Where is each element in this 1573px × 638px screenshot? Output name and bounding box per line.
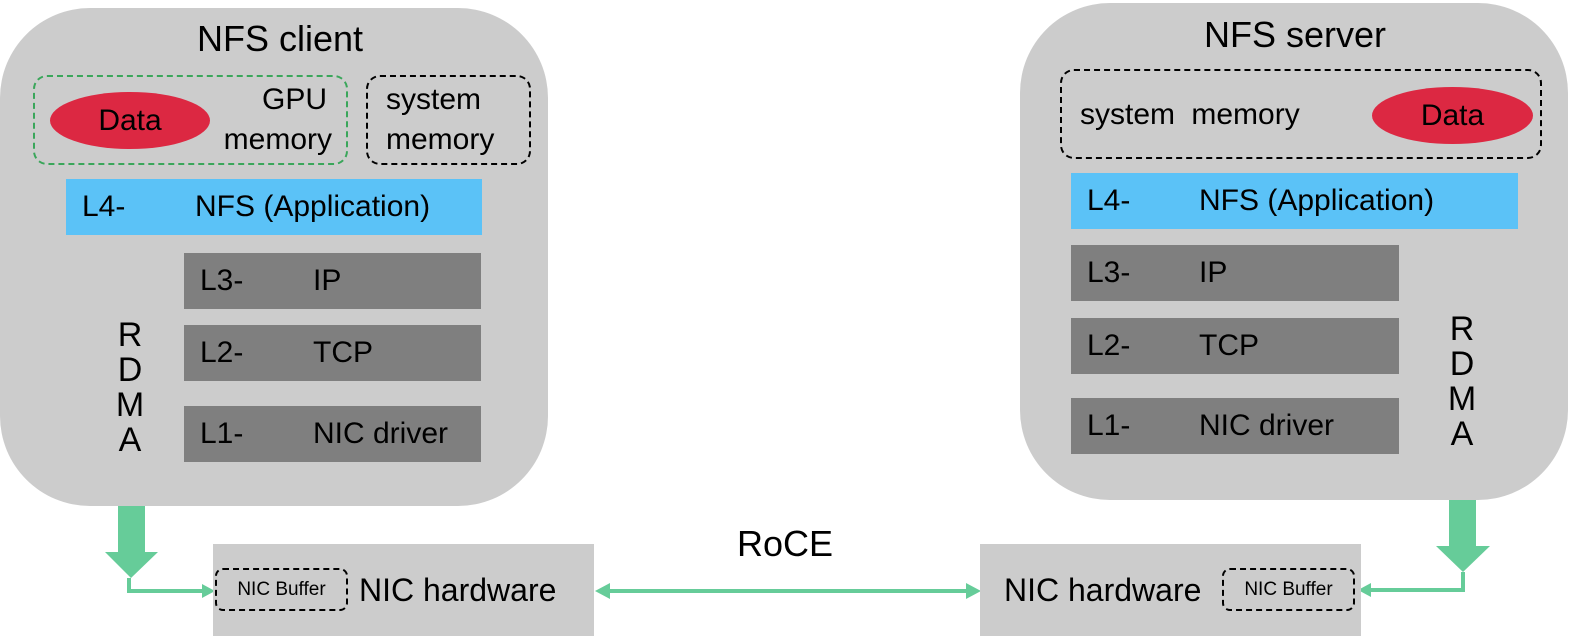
client-l4-name: NFS (Application): [195, 190, 431, 223]
server-layer-l2: L2- TCP: [1071, 318, 1399, 374]
client-system-memory: [366, 75, 531, 165]
client-l3-name: IP: [313, 264, 342, 297]
server-l3-level: L3-: [1087, 256, 1131, 289]
client-gpu-memory-line1: GPU: [261, 83, 327, 116]
server-nic-buffer-label: NIC Buffer: [1244, 578, 1333, 600]
server-layer-l4: L4- NFS (Application): [1071, 173, 1518, 229]
nfs-client-title: NFS client: [196, 18, 364, 59]
client-l2-name: TCP: [313, 336, 373, 369]
server-rdma-arrow-head: [1436, 546, 1490, 572]
client-l4-level: L4-: [82, 190, 126, 223]
server-system-memory: [1060, 69, 1542, 159]
server-rdma-letter-m: M: [1447, 380, 1477, 418]
server-rdma-letter-r: R: [1449, 310, 1475, 348]
client-nic-buffer-arrowhead: [202, 584, 215, 598]
client-nic-buffer: NIC Buffer: [215, 568, 348, 611]
client-gpu-memory: [33, 75, 348, 165]
server-data-label: Data: [1420, 98, 1485, 132]
server-rdma-letter-d: D: [1449, 345, 1475, 383]
server-system-memory-line2: memory: [1191, 98, 1300, 131]
nfs-server-title: NFS server: [1203, 14, 1387, 55]
server-l4-level: L4-: [1087, 184, 1131, 217]
client-system-memory-line2: memory: [386, 123, 495, 156]
roce-link-right-arrowhead: [966, 583, 981, 599]
server-system-memory-line1: system: [1080, 98, 1176, 131]
client-rdma-label: R D M A: [110, 318, 150, 458]
client-layer-l2: L2- TCP: [184, 325, 481, 381]
server-l2-level: L2-: [1087, 329, 1131, 362]
client-nic-buffer-label: NIC Buffer: [237, 578, 326, 600]
client-rdma-letter-m: M: [115, 386, 145, 424]
client-rdma-arrow-head: [105, 552, 158, 578]
client-l1-level: L1-: [200, 417, 244, 450]
client-nic-hardware: NIC hardware: [213, 544, 594, 636]
client-layer-l1: L1- NIC driver: [184, 406, 481, 462]
client-data-label: Data: [98, 103, 162, 137]
roce-label: RoCE: [737, 523, 834, 564]
server-rdma-letter-a: A: [1450, 415, 1474, 453]
server-nic-buffer-connector: [1370, 572, 1465, 592]
client-rdma-letter-a: A: [118, 421, 142, 459]
client-gpu-memory-label: GPU memory: [212, 80, 332, 160]
server-layer-l1: L1- NIC driver: [1071, 398, 1399, 454]
server-l1-name: NIC driver: [1199, 409, 1335, 442]
server-system-memory-label: system memory: [1080, 95, 1360, 135]
client-l1-name: NIC driver: [313, 417, 449, 450]
server-l3-name: IP: [1199, 256, 1228, 289]
client-nic-buffer-connector: [127, 578, 205, 593]
server-nic-buffer: NIC Buffer: [1222, 568, 1355, 611]
server-data-ellipse: Data: [1372, 87, 1533, 144]
server-l2-name: TCP: [1199, 329, 1259, 362]
client-layer-l3: L3- IP: [184, 253, 481, 309]
server-nic-buffer-arrowhead: [1358, 583, 1371, 597]
client-nic-hardware-label: NIC hardware: [359, 571, 557, 608]
client-layer-l4: L4- NFS (Application): [66, 179, 482, 235]
server-layer-l3: L3- IP: [1071, 245, 1399, 301]
server-nic-hardware: NIC hardware: [980, 544, 1361, 636]
client-l3-level: L3-: [200, 264, 244, 297]
client-rdma-letter-r: R: [117, 316, 143, 354]
roce-link-left-arrowhead: [595, 583, 610, 599]
server-l1-level: L1-: [1087, 409, 1131, 442]
server-l4-name: NFS (Application): [1199, 184, 1435, 217]
client-rdma-letter-d: D: [117, 351, 143, 389]
server-rdma-label: R D M A: [1442, 312, 1482, 452]
client-data-ellipse: Data: [50, 92, 210, 149]
client-system-memory-line1: system: [386, 83, 482, 116]
client-l2-level: L2-: [200, 336, 244, 369]
server-nic-hardware-label: NIC hardware: [1004, 571, 1202, 608]
client-gpu-memory-line2: memory: [223, 123, 332, 156]
client-system-memory-label: system memory: [386, 80, 526, 160]
